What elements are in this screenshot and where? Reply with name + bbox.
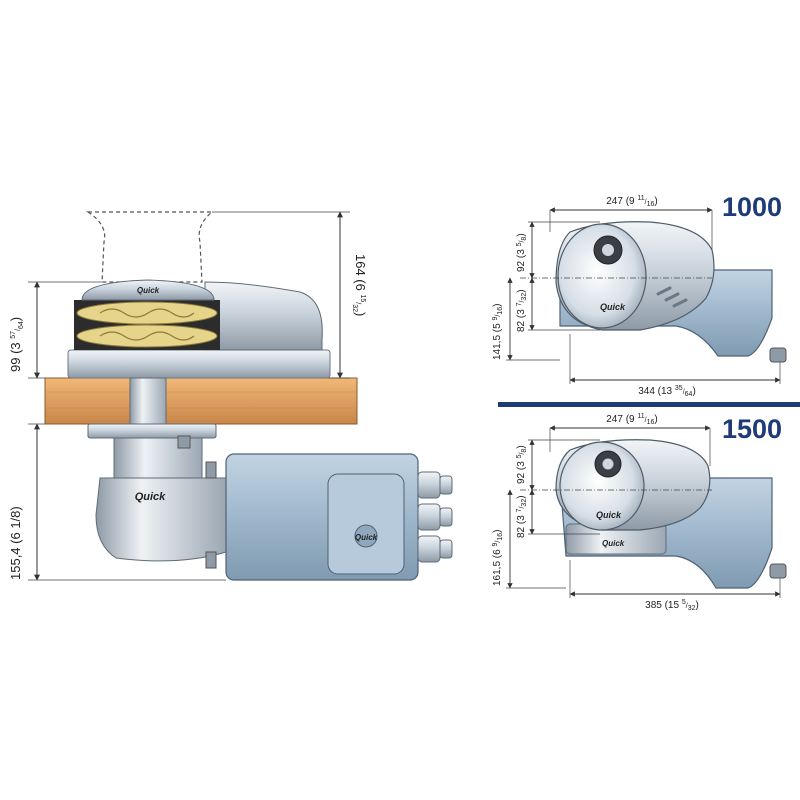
top-view-1000: 1000 Quick 247 (9 11/16) 92 (3 5/8)	[492, 192, 787, 398]
top-view-1500: 1500 Quick Quick 247 (9 11/16) 92 (3 5/8…	[492, 413, 787, 612]
dim-1500-upper: 92 (3 5/8)	[516, 445, 528, 484]
top-cap	[81, 279, 215, 301]
dim-above-deck: 99 (3 57/64)	[8, 317, 25, 372]
optional-drum-outline	[85, 211, 214, 283]
dim-1000-lower: 82 (3 7/32)	[516, 289, 528, 332]
brand-label-1500: Quick	[596, 510, 622, 520]
dim-1500-length: 385 (15 5/32)	[645, 599, 699, 612]
brand-label-1000: Quick	[600, 302, 626, 312]
model-label-1500: 1500	[722, 414, 782, 444]
dim-1000-depth: 141,5 (5 9/16)	[492, 304, 504, 360]
dim-total-height: 164 (6 15/32)	[351, 254, 368, 316]
cap-brand-label: Quick	[137, 286, 160, 295]
model-label-1000: 1000	[722, 192, 782, 222]
side-view: Quick Quick Quick	[8, 211, 453, 581]
chain-gypsy	[74, 300, 220, 350]
dim-1000-upper: 92 (3 5/8)	[516, 233, 528, 272]
top-housing	[204, 281, 323, 351]
gearbox-brand-label: Quick	[135, 491, 166, 503]
dim-1500-depth: 161,5 (6 9/16)	[492, 530, 504, 586]
dim-below-deck: 155,4 (6 1/8)	[8, 506, 23, 580]
deck-board	[44, 377, 358, 425]
dim-1000-width: 247 (9 11/16)	[606, 195, 658, 208]
dim-1500-width: 247 (9 11/16)	[606, 413, 658, 426]
dim-1500-lower: 82 (3 7/32)	[516, 495, 528, 538]
motor-brand-label: Quick	[355, 533, 378, 542]
electric-motor: Quick	[225, 453, 453, 581]
section-divider	[498, 402, 800, 407]
cable-glands	[417, 471, 453, 563]
gearbox-brand-label-1500: Quick	[602, 539, 625, 548]
dim-1000-length: 344 (13 35/64)	[638, 385, 696, 398]
